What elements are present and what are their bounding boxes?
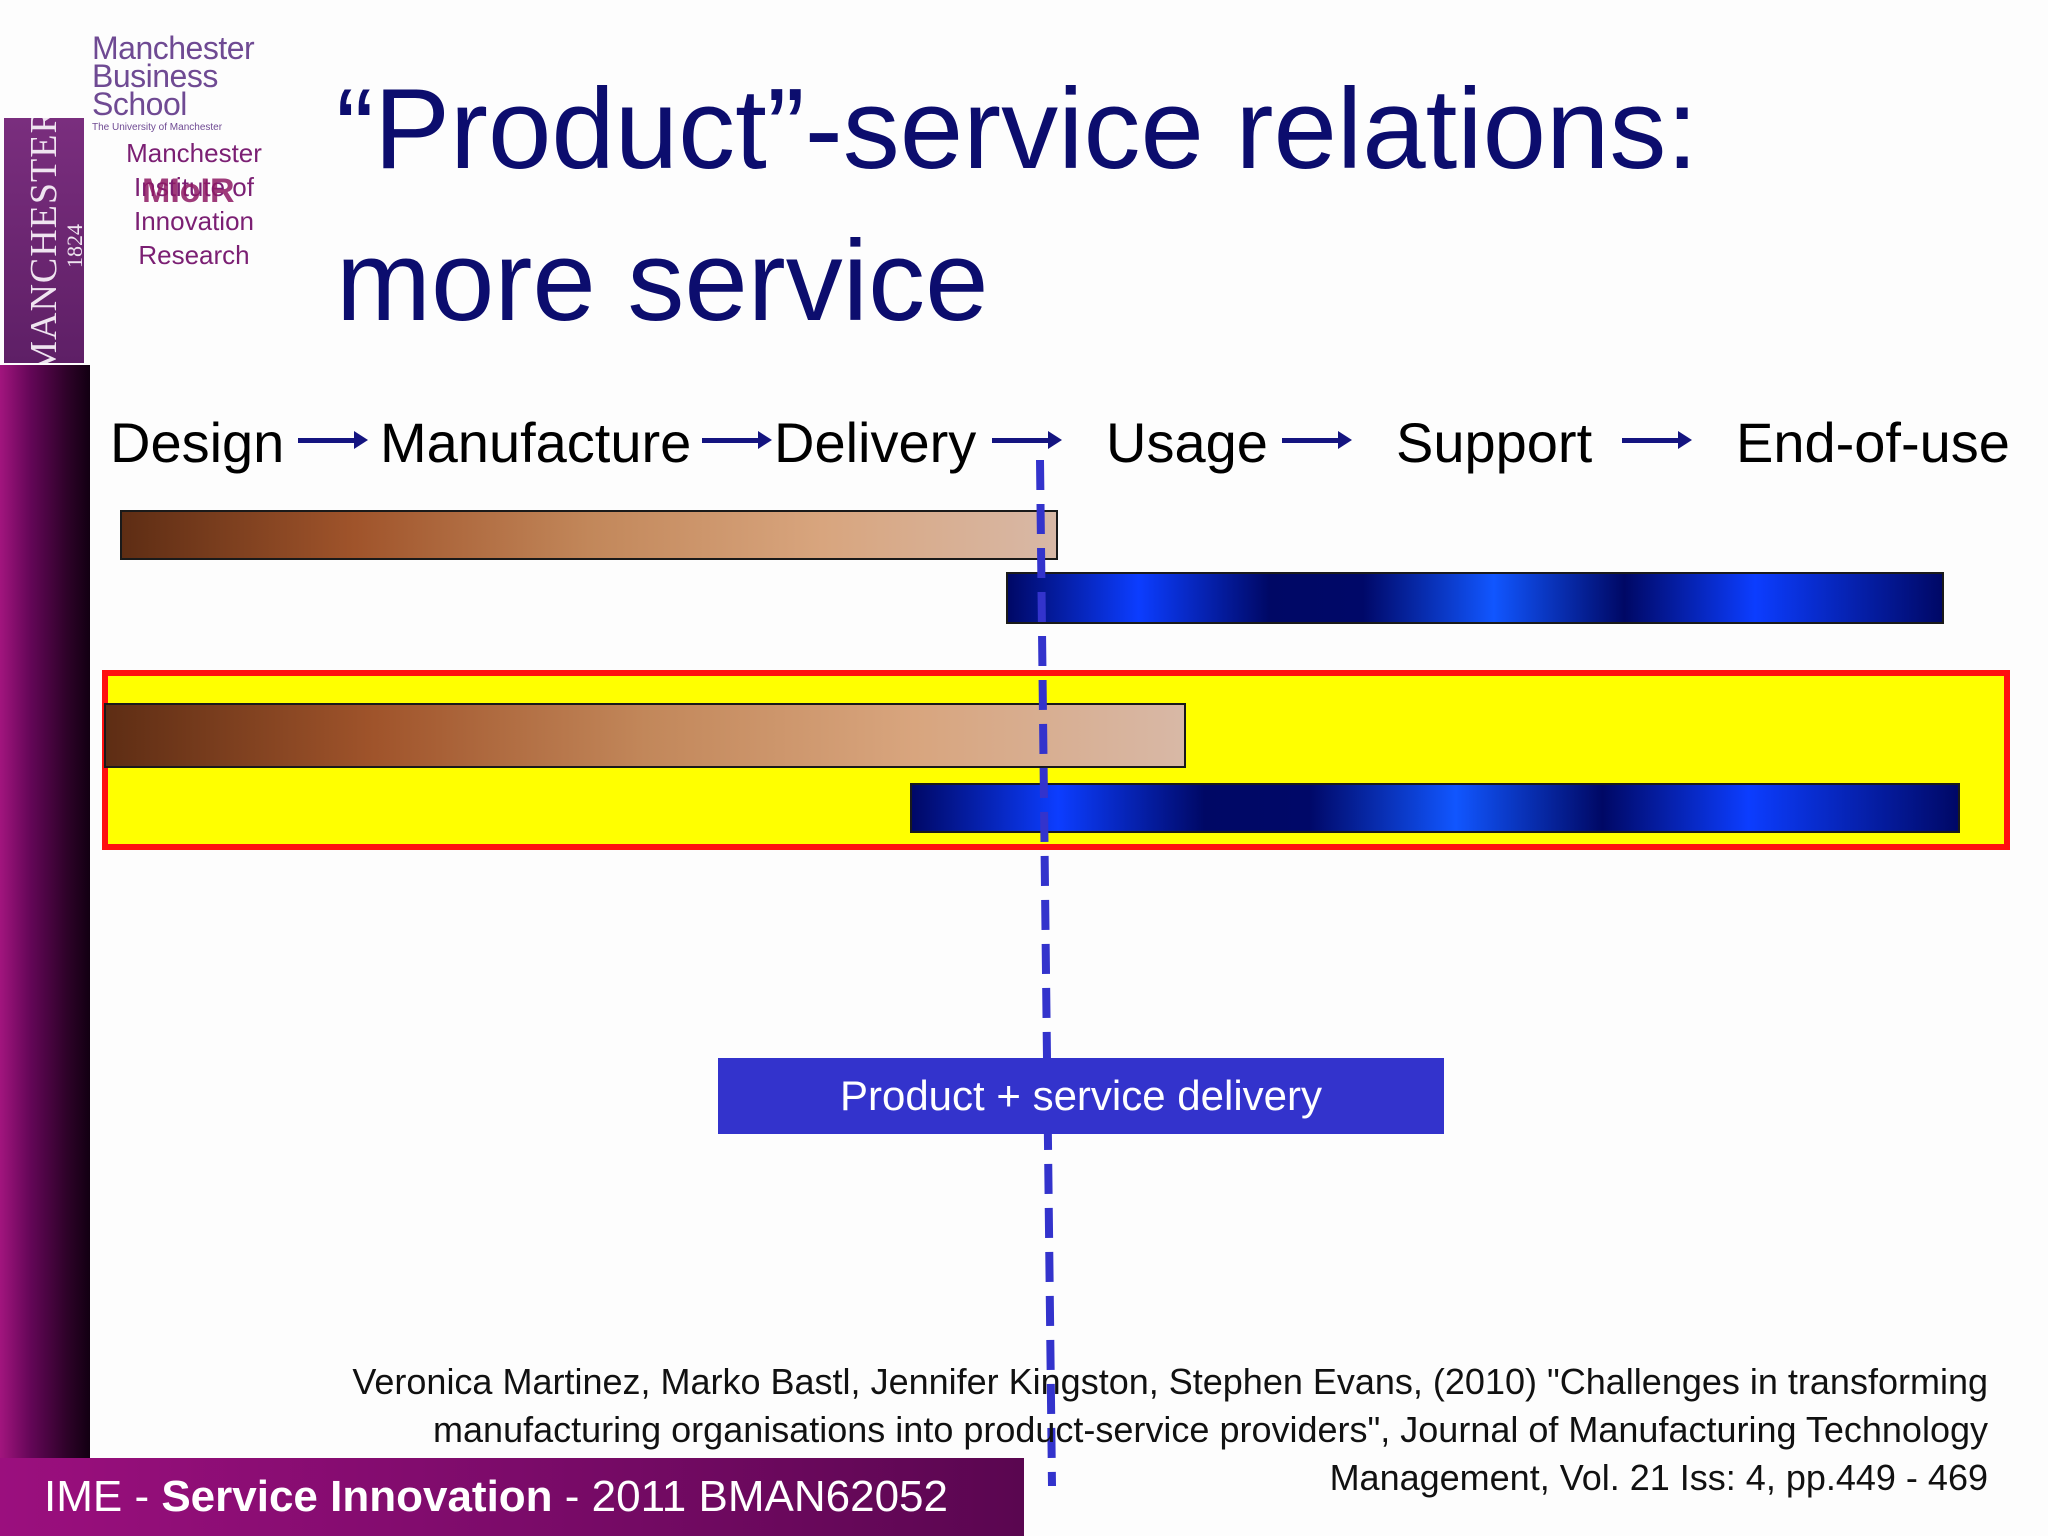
right-arrow-icon (702, 431, 772, 449)
delivery-divider-line (1036, 459, 1056, 1487)
title-line-2: more service (336, 218, 989, 345)
side-gradient-bar (0, 365, 90, 1460)
mior-institute-name: Manchester Institute of Innovation Resea… (104, 136, 284, 272)
right-arrow-icon (1622, 431, 1692, 449)
manchester-crest: MANCHESTER 1824 (4, 118, 84, 363)
right-arrow-icon (992, 431, 1062, 449)
citation-line-2: manufacturing organisations into product… (433, 1409, 1988, 1450)
service-bar-top (1006, 572, 1944, 624)
mbs-logo-line1: Manchester (92, 30, 255, 66)
mior-line: Institute of (134, 172, 254, 202)
crest-year: 1824 (62, 224, 84, 268)
title-line-1: “Product”-service relations: (336, 66, 1699, 193)
footer-prefix: IME - (44, 1472, 162, 1521)
stage-support: Support (1396, 411, 1593, 474)
footer-course-label: IME - Service Innovation - 2011 BMAN6205… (0, 1458, 1024, 1536)
mior-logo: MIoIR (142, 172, 235, 210)
product-bar-highlighted (104, 703, 1186, 768)
mior-line: Manchester (126, 138, 262, 168)
stage-delivery: Delivery (774, 411, 977, 474)
stage-end-of-use: End-of-use (1736, 411, 2010, 474)
mior-line: Research (138, 240, 250, 270)
stage-usage: Usage (1106, 411, 1268, 474)
service-bar-highlighted (910, 783, 1960, 833)
stage-design: Design (110, 411, 285, 474)
right-arrow-icon (1282, 431, 1352, 449)
slide-title: “Product”-service relations: more servic… (336, 54, 2026, 358)
stage-manufacture: Manufacture (380, 411, 692, 474)
right-arrow-icon (298, 431, 368, 449)
footer-course-name: Service Innovation (161, 1472, 553, 1521)
citation: Veronica Martinez, Marko Bastl, Jennifer… (160, 1358, 1988, 1502)
citation-line-1: Veronica Martinez, Marko Bastl, Jennifer… (352, 1361, 1988, 1402)
mbs-logo-line3: The University of Manchester (92, 122, 223, 133)
callout-product-service-delivery: Product + service delivery (718, 1058, 1444, 1134)
mbs-logo-line2: Business School (92, 58, 218, 122)
mbs-logo: Manchester Business School The Universit… (92, 30, 312, 133)
footer-suffix: - 2011 BMAN62052 (552, 1472, 948, 1521)
citation-line-3: Management, Vol. 21 Iss: 4, pp.449 - 469 (1329, 1457, 1988, 1498)
crest-text: MANCHESTER (23, 118, 65, 363)
product-bar-top (120, 510, 1058, 560)
mior-line: Innovation (134, 206, 254, 236)
